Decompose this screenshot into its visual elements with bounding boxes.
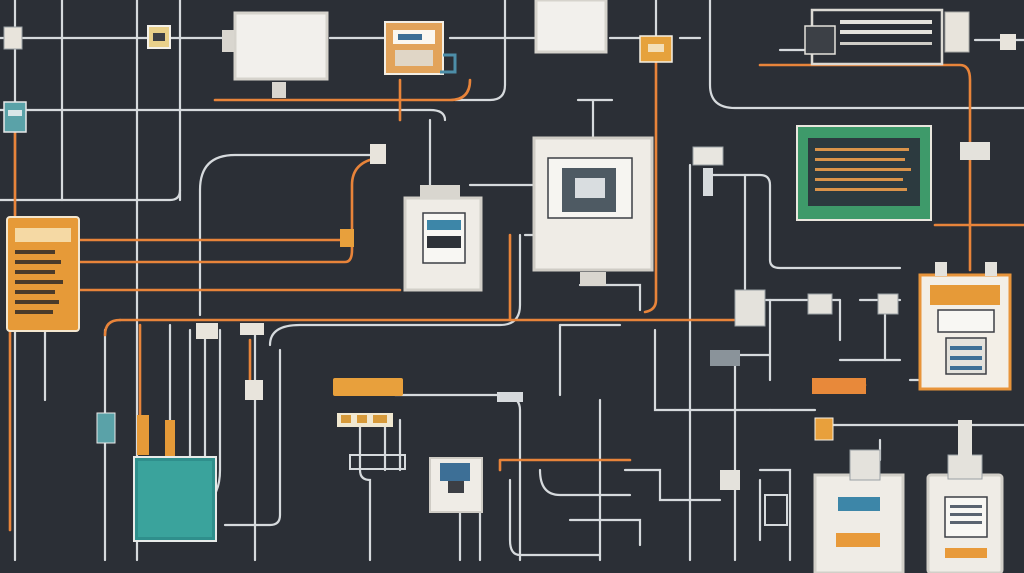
top-left-monitor <box>222 11 329 98</box>
top-center-screen <box>534 0 608 54</box>
top-center-cartridge <box>380 0 457 75</box>
top-right-rack-unit <box>804 8 1016 66</box>
right-green-display <box>796 125 990 221</box>
orange-junction <box>340 144 386 247</box>
top-left-connector <box>3 26 23 50</box>
bottom-meter-module <box>337 413 483 513</box>
center-computer-monitor <box>532 136 654 286</box>
center-top-plug <box>692 146 724 196</box>
left-teal-plug <box>3 101 27 133</box>
left-orange-keypad <box>6 216 80 332</box>
bottom-teal-box <box>133 456 217 542</box>
bottom-right-cabinet-b <box>926 420 1004 573</box>
top-orange-tag <box>639 35 673 63</box>
top-left-switch <box>147 25 171 49</box>
bottom-left-plugs <box>96 323 264 460</box>
orange-wires <box>8 58 1024 532</box>
right-orange-terminal <box>918 262 1012 391</box>
center-server-box <box>403 185 483 292</box>
middle-connectors <box>734 289 899 327</box>
bottom-right-cabinet-a <box>813 449 905 573</box>
bottom-center-modules <box>497 392 834 526</box>
orange-module-bar <box>333 350 866 396</box>
